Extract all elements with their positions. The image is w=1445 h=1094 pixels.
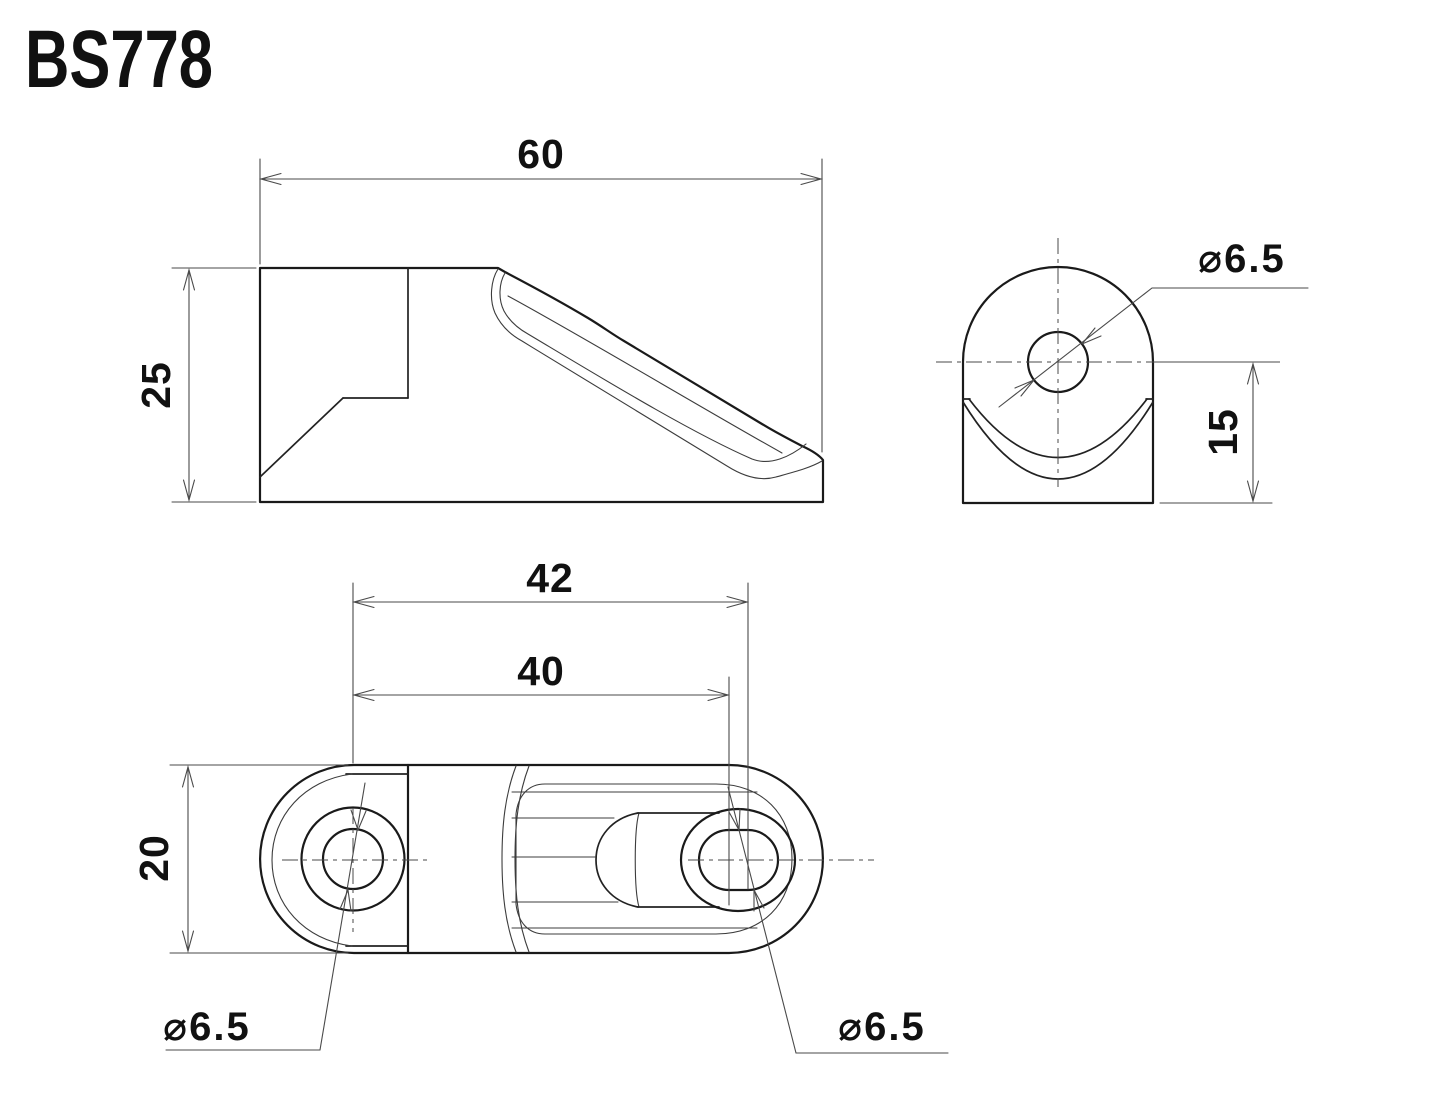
dim-hole-spacing-label: 40 [517,648,565,694]
dim42-arrow-right [726,595,750,609]
dia-left-hole-label: ⌀6.5 [163,1005,251,1049]
leader-end-hole-arrow-lower [1014,379,1035,397]
dimensions: 60 25 42 40 20 15 [131,131,1309,1054]
dim20-arrow-top [181,764,195,788]
dia-end-hole-label: ⌀6.5 [1198,237,1286,281]
end-view-outline [961,265,1155,505]
side-view [258,266,825,504]
leader-right-hole [727,786,949,1054]
side-view-outline [258,266,825,504]
part-number-title: BS778 [25,14,213,105]
pocket-edge-line [634,812,640,908]
bottom-view-outline [258,763,825,955]
dim60-arrow-left [258,172,282,186]
leader-left-hole [165,782,366,1051]
leader-right-hole-arrow-lower [753,887,765,912]
groove-contour-line [507,295,783,454]
dim25-arrow-top [182,267,196,291]
chute-wall-edge-inner [514,765,530,953]
leader-left-hole-arrow-lower [339,887,352,912]
dim42-arrow-left [351,595,375,609]
leader-left-hole-arrow-upper [350,809,367,832]
side-view-saddle-silhouette [259,397,344,478]
bottom-view [258,763,874,955]
dim-saddle-height-label: 15 [1200,408,1246,456]
recess-outline [515,783,793,935]
dim-height-label: 25 [133,361,179,409]
left-cap-chamfer-arc [271,773,353,947]
dim60-arrow-right [800,172,824,186]
dim20-arrow-bottom [181,930,195,954]
leader-right-hole-arrow-upper [728,808,741,832]
dim-length-label: 60 [517,131,565,177]
pocket-cap-arc [595,812,639,908]
right-slot-hole [697,828,780,892]
groove-outer-edge [490,268,823,480]
dim25-arrow-bottom [182,479,196,503]
dim-hole-spacing-outer-label: 42 [526,555,574,601]
dim40-arrow-left [351,688,375,702]
groove-inner-edge [499,272,807,462]
dim40-arrow-right [707,688,731,702]
dim-body-width-label: 20 [131,834,177,882]
dim15-arrow-top [1246,361,1260,385]
chute-wall-edge-outer [501,765,517,953]
right-counterbore [679,807,797,913]
leader-end-hole [998,287,1309,408]
leader-end-hole-arrow-upper [1081,327,1102,345]
dia-right-hole-label: ⌀6.5 [838,1005,926,1049]
end-view [936,238,1280,505]
dim15-arrow-bottom [1246,480,1260,504]
